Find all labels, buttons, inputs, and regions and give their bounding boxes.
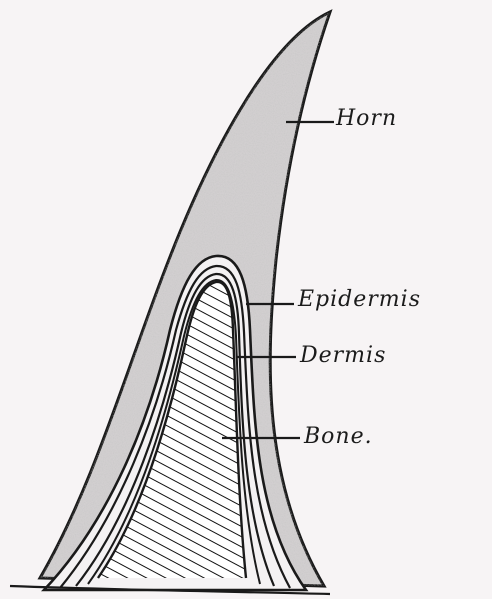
horn-label: Horn [336,106,397,131]
dermis-label: Dermis [300,343,386,368]
bone-label: Bone. [304,424,373,449]
epidermis-label: Epidermis [298,287,421,312]
